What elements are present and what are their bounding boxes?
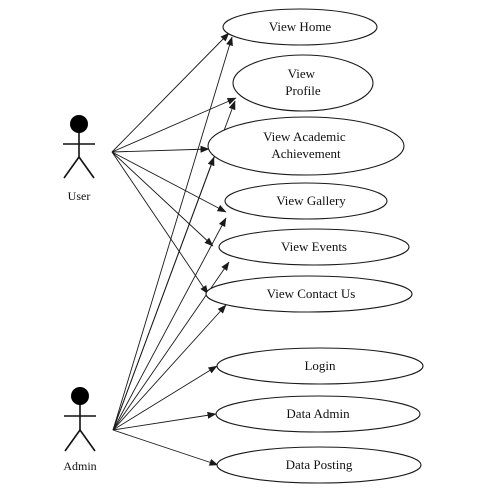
use-case-ellipse	[224, 182, 388, 220]
use-case-view-profile[interactable]: View Profile	[232, 54, 374, 112]
association-admin-to-view-contact-us	[112, 304, 227, 431]
user-actor-head	[70, 115, 88, 133]
use-case-view-home[interactable]: View Home	[222, 8, 378, 46]
user-actor-label: User	[68, 189, 91, 203]
actor-user[interactable]: User	[63, 115, 95, 203]
association-user-to-view-profile	[111, 97, 237, 153]
use-case-view-academic-achievement[interactable]: View Academic Achievement	[207, 116, 405, 176]
association-user-to-view-gallery	[111, 151, 227, 213]
admin-actor-left-leg	[64, 429, 81, 452]
use-case-ellipse	[215, 395, 421, 433]
use-case-ellipse	[216, 446, 422, 484]
association-admin-to-data-admin	[112, 411, 217, 431]
user-actor-left-leg	[63, 156, 80, 179]
use-case-data-admin[interactable]: Data Admin	[215, 395, 421, 433]
association-user-to-view-home	[111, 32, 230, 153]
association-admin-to-view-gallery	[112, 217, 227, 431]
use-case-label: View Home	[269, 19, 332, 34]
use-case-view-events[interactable]: View Events	[218, 228, 410, 266]
use-case-ellipse	[232, 54, 374, 112]
use-case-ellipse	[218, 228, 410, 266]
association-user-to-view-events	[111, 151, 214, 247]
use-case-data-posting[interactable]: Data Posting	[216, 446, 422, 484]
actor-admin[interactable]: Admin	[63, 387, 97, 473]
use-case-label: View Profile	[285, 66, 321, 98]
use-case-view-gallery[interactable]: View Gallery	[224, 182, 388, 220]
association-admin-to-view-events	[112, 261, 230, 431]
use-case-ellipse	[222, 8, 378, 46]
use-case-label: View Academic Achievement	[263, 129, 349, 161]
use-case-ellipse	[207, 116, 405, 176]
use-case-ellipse	[216, 347, 424, 385]
association-user-to-view-academic-achievement	[111, 145, 210, 153]
admin-actor-head	[71, 387, 89, 405]
use-case-login[interactable]: Login	[216, 347, 424, 385]
admin-actor-right-leg	[79, 429, 96, 452]
use-case-ellipse	[205, 275, 413, 313]
association-admin-to-view-home	[112, 36, 233, 431]
use-case-label: Data Posting	[286, 457, 353, 472]
use-case-label: View Gallery	[276, 193, 346, 208]
use-case-label: View Contact Us	[267, 286, 356, 301]
use-case-view-contact-us[interactable]: View Contact Us	[205, 275, 413, 313]
admin-actor-label: Admin	[63, 459, 96, 473]
use-case-label: Data Admin	[286, 406, 350, 421]
user-actor-right-leg	[78, 156, 95, 179]
use-case-label: Login	[304, 358, 336, 373]
associations	[111, 32, 237, 466]
use-case-label: View Events	[281, 239, 347, 254]
association-admin-to-view-academic-achievement	[112, 156, 215, 431]
association-admin-to-data-posting	[112, 429, 219, 466]
association-admin-to-login	[112, 365, 218, 431]
association-user-to-view-contact-us	[111, 151, 209, 295]
